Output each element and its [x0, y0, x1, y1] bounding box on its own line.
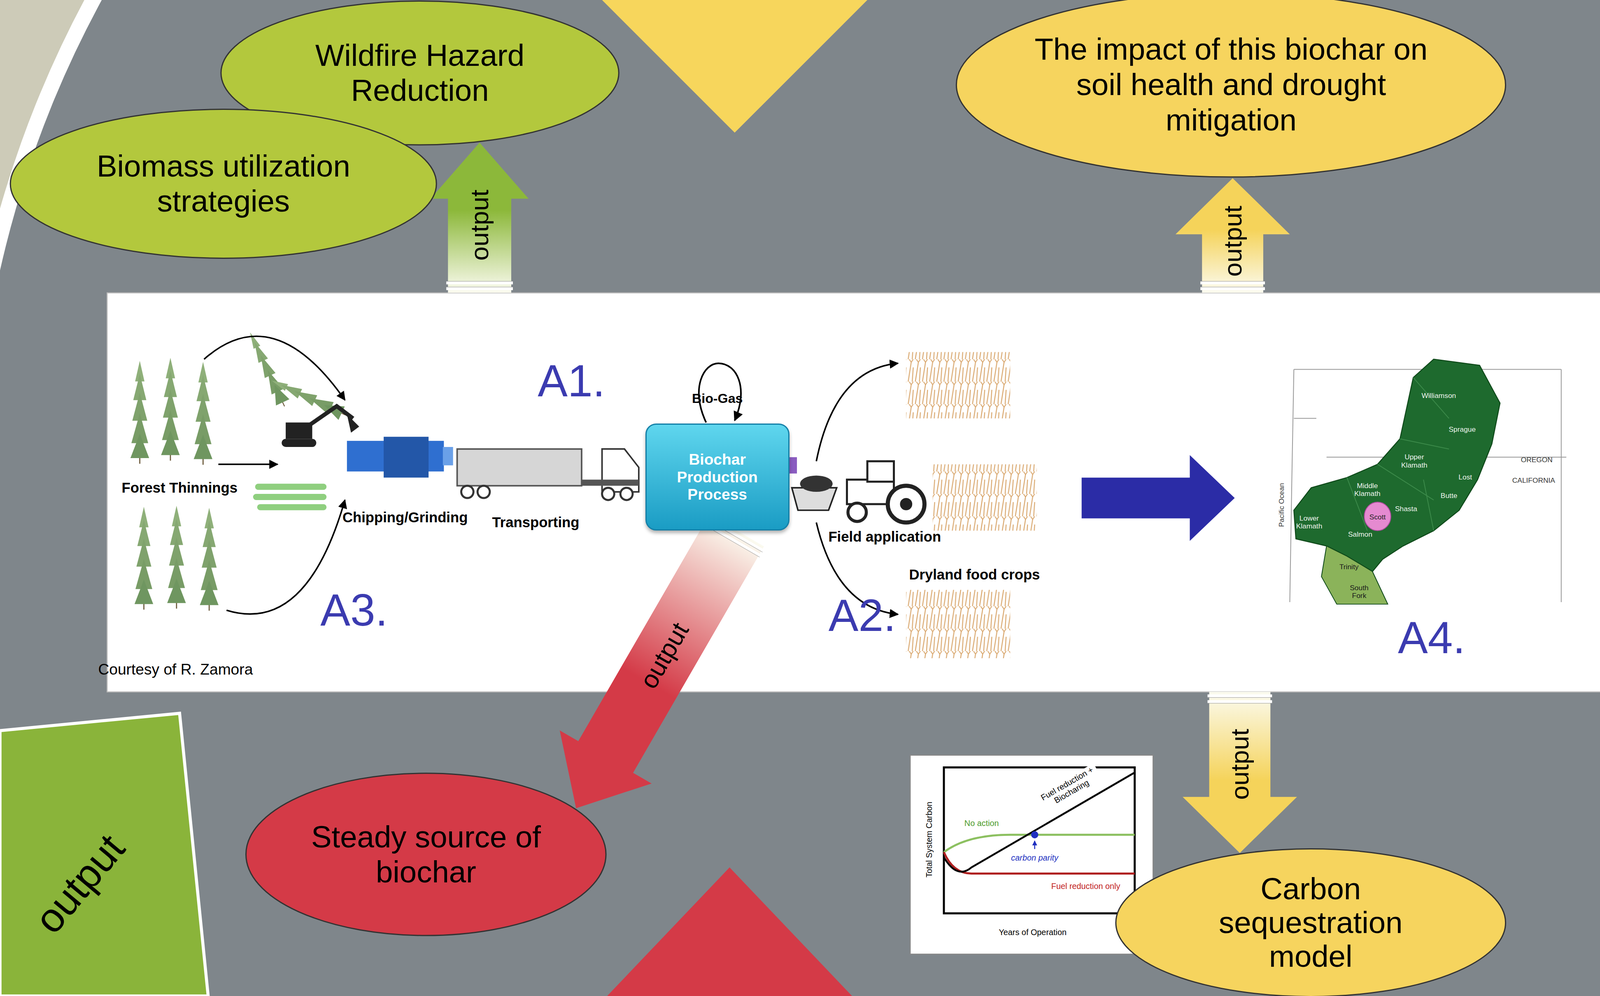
node-text: Carbon sequestration model: [1187, 872, 1435, 974]
node-text: Steady source of biochar: [277, 819, 575, 890]
klamath-basin-map: [1289, 359, 1567, 605]
output-ellipse: The impact of this biochar on soil healt…: [954, 0, 1508, 179]
process-box: Biochar Production Process: [645, 423, 790, 531]
callout-number: A2.: [828, 590, 897, 641]
ellipse-outline: [8, 108, 438, 260]
node-text: Biomass utilization strategies: [52, 148, 395, 219]
big-green-arrow: [0, 713, 209, 996]
output-arrow: [1182, 691, 1298, 854]
ellipse-shape: [246, 773, 607, 936]
arrow-body: [559, 514, 764, 809]
tail-bar: [1200, 281, 1265, 285]
chipper: [347, 436, 454, 478]
tail-bar: [1207, 694, 1273, 698]
step-label: Transporting: [491, 514, 580, 531]
wheat-fields: [905, 351, 1037, 659]
map-label: South Fork: [1346, 584, 1373, 600]
map-label: Trinity: [1339, 563, 1359, 572]
output-ellipse: Steady source of biochar: [244, 772, 608, 937]
arrow-label: output: [25, 825, 134, 942]
map-label: Williamson: [1421, 391, 1456, 400]
tail-bar: [446, 287, 513, 291]
tail-bar-edge: [446, 281, 513, 282]
output-ellipse: Biomass utilization strategies: [8, 108, 438, 260]
map-label: Salmon: [1348, 530, 1373, 539]
yellow-triangle: [602, 0, 868, 133]
tail-bar-edge: [1207, 697, 1273, 698]
arrow-label: output: [1218, 205, 1247, 277]
map-label: Upper Klamath: [1397, 453, 1432, 469]
ellipse-shape: [956, 0, 1506, 178]
arrow-body: [1175, 178, 1291, 294]
arrow-label: output: [1225, 728, 1254, 800]
arrow-label: output: [465, 189, 494, 261]
map-label: Scott: [1369, 513, 1386, 522]
arrow-body: [1182, 691, 1298, 854]
map-label: Lost: [1458, 473, 1472, 482]
map-label: CALIFORNIA: [1512, 476, 1556, 485]
credit-text: Courtesy of R. Zamora: [97, 660, 253, 679]
chart-label: carbon parity: [1010, 853, 1059, 863]
output-arrow: [559, 514, 764, 809]
forest: [130, 329, 349, 615]
ellipse-shape: [1115, 849, 1506, 996]
ellipse-outline: [244, 772, 608, 937]
chart-label: Years of Operation: [998, 928, 1067, 938]
flow-arrow: [1081, 455, 1235, 541]
output-arrow: [430, 142, 529, 293]
tail-bar-edge: [1207, 703, 1273, 704]
tail-bar-edge: [446, 286, 513, 288]
step-label: Forest Thinnings: [121, 479, 238, 496]
tractor: [791, 461, 925, 523]
chart-label: Fuel reduction only: [1051, 882, 1121, 892]
map-label: Shasta: [1395, 505, 1418, 513]
map-label: OREGON: [1520, 456, 1553, 464]
output-arrow: [1175, 178, 1291, 294]
chart-label: Total System Carbon: [924, 801, 934, 878]
tail-bar: [1200, 287, 1265, 291]
tail-bar: [446, 281, 513, 285]
ellipse-shape: [10, 109, 437, 259]
callout-number: A4.: [1397, 612, 1466, 663]
step-label: Field application: [828, 528, 941, 545]
truck: [457, 449, 639, 501]
chart-label: Fuel reduction + Biocharing: [1036, 763, 1103, 813]
chart-label: No action: [964, 819, 1000, 829]
callout-number: A3.: [320, 585, 388, 635]
red-triangle: [607, 867, 853, 996]
excavator: [281, 406, 359, 448]
map-label: Middle Klamath: [1350, 482, 1385, 498]
node-text: Wildfire Hazard Reduction: [275, 37, 564, 109]
output-ellipse: Carbon sequestration model: [1114, 847, 1507, 996]
tail-bar-edge: [1200, 281, 1265, 282]
map-label: Pacific Ocean: [1277, 483, 1286, 528]
arrow-label: output: [634, 617, 695, 694]
map-label: Sprague: [1448, 425, 1477, 434]
figure-panel: [107, 293, 1600, 692]
tail-bar: [1207, 700, 1273, 704]
map-label: Lower Klamath: [1294, 514, 1324, 531]
step-label: Chipping/Grinding: [342, 509, 468, 526]
map-label: Butte: [1440, 491, 1458, 500]
tail-bar-edge: [1200, 286, 1265, 288]
callout-number: A1.: [537, 356, 606, 406]
gas-label: Bio-Gas: [691, 391, 743, 407]
node-text: Biochar Production Process: [655, 450, 780, 504]
arrow-body: [430, 142, 529, 293]
step-label: Dryland food crops: [908, 566, 1040, 583]
node-text: The impact of this biochar on soil healt…: [1029, 31, 1433, 138]
